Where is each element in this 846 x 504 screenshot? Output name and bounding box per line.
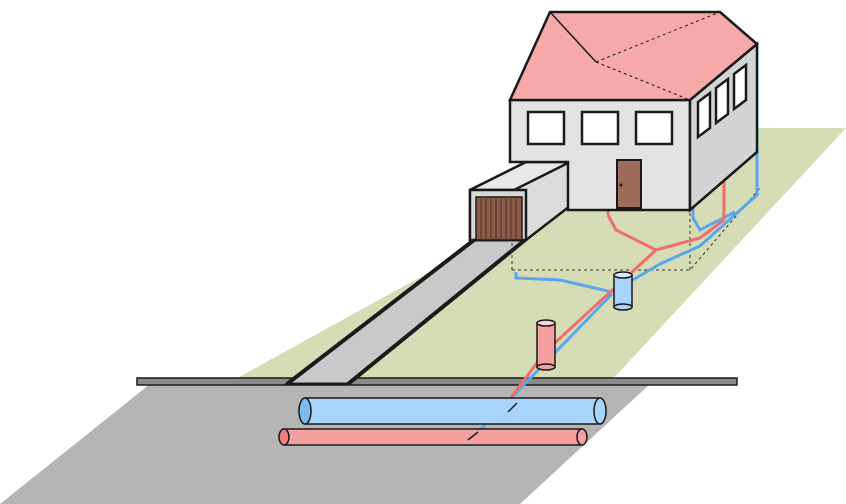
window <box>526 110 566 146</box>
house-roof <box>508 10 759 102</box>
garage-icon <box>468 160 572 242</box>
window <box>696 90 712 140</box>
inspection-shaft-icon <box>536 319 556 371</box>
window <box>634 110 674 146</box>
house-icon <box>508 10 759 213</box>
garage-door <box>475 196 523 241</box>
water-meter-shaft-icon <box>613 271 633 311</box>
curb <box>136 377 738 386</box>
window <box>732 62 748 112</box>
sewer-main-pipe-icon <box>278 428 588 446</box>
window <box>714 76 730 126</box>
water-main-pipe-icon <box>298 397 607 425</box>
window <box>580 110 620 146</box>
